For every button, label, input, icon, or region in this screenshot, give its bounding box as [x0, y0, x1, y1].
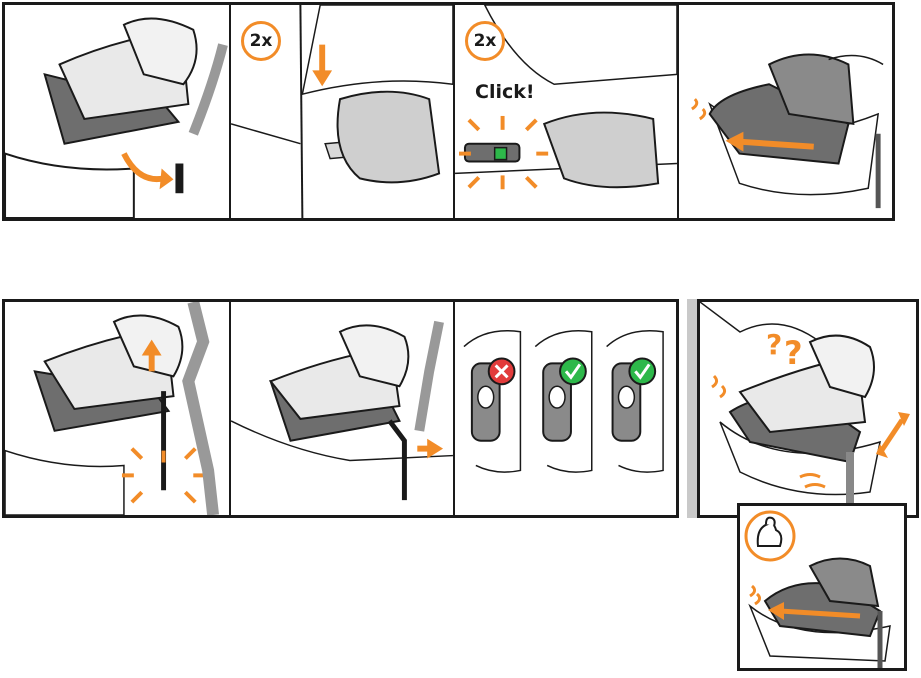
lift-seat-illustration [5, 302, 220, 515]
green-indicator [493, 146, 508, 161]
flexed-arm-icon [744, 510, 796, 562]
indicator-check-illustration [463, 330, 664, 473]
step-extend-leg-panel [5, 5, 231, 218]
contact-burst [121, 447, 206, 504]
push-clips-illustration [231, 5, 453, 218]
separator-strip [687, 299, 697, 518]
ok-indicator-icon [559, 357, 587, 386]
step-push-seat-panel [679, 5, 892, 218]
up-arrow [141, 339, 162, 356]
ok-indicator-icon [628, 357, 657, 386]
step-push-clips-panel: 2x [231, 5, 455, 218]
push-arrow [725, 131, 744, 152]
down-arrow [312, 70, 333, 87]
step-wobble-check-panel: ? ? [697, 299, 919, 518]
click-label: Click! [475, 81, 535, 103]
error-indicator-icon [487, 357, 516, 386]
push-seat-illustration [691, 53, 884, 209]
adjust-leg-illustration [231, 320, 453, 501]
wobble-check-illustration: ? ? [700, 302, 910, 515]
rotate-arrow [121, 152, 165, 183]
repeat-count-badge: 2x [465, 21, 505, 61]
step-click-engage-panel: 2x Click! [455, 5, 679, 218]
bottom-instruction-row [2, 299, 679, 518]
step-adjust-leg-panel [231, 302, 455, 515]
step-check-indicators-panel [455, 302, 676, 515]
step-lift-seat-panel [5, 302, 231, 515]
wobble-arrow [879, 418, 905, 452]
strength-check-illustration [744, 510, 891, 668]
right-arrow [427, 438, 444, 459]
top-instruction-row: 2x 2x Click! [2, 2, 895, 221]
svg-text:?: ? [784, 334, 803, 372]
click-engage-illustration [455, 5, 677, 190]
step-strength-check-panel [737, 503, 907, 671]
question-marks-icon: ? [766, 328, 782, 361]
extend-leg-illustration [5, 17, 228, 218]
click-burst [459, 115, 549, 190]
repeat-count-badge: 2x [241, 21, 281, 61]
